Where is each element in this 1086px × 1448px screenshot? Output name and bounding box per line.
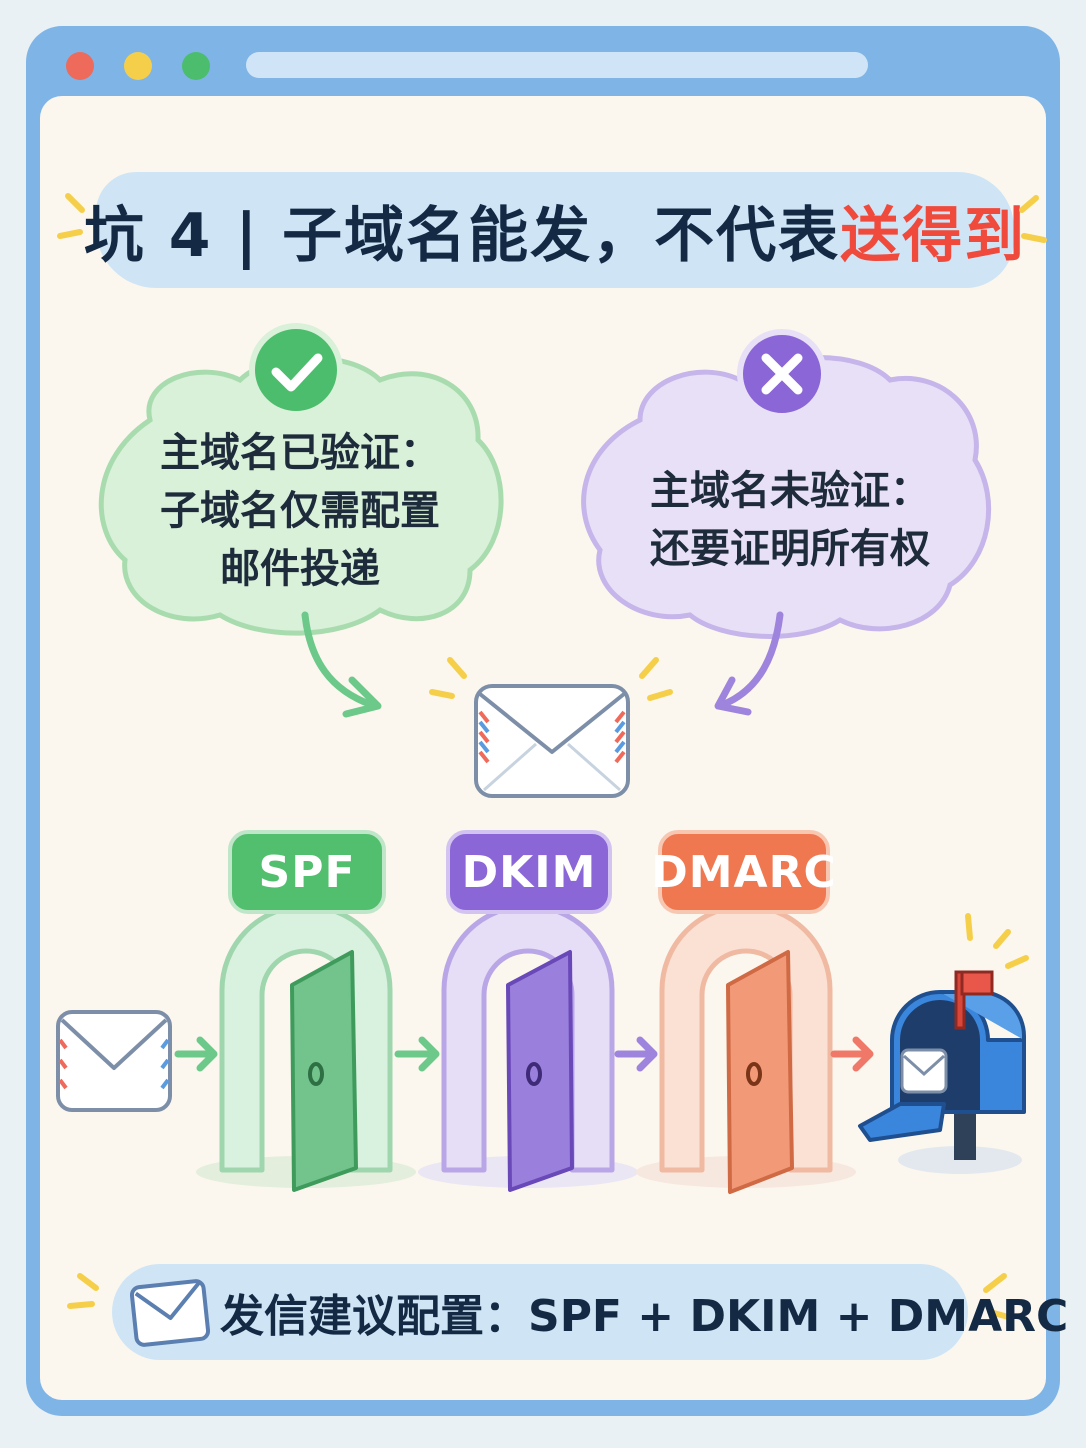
dkim-door-icon [506, 950, 574, 1192]
check-icon [249, 323, 343, 417]
footer-band [112, 1264, 968, 1360]
dmarc-label: DMARC [651, 830, 836, 914]
address-bar[interactable] [246, 52, 868, 78]
footer-sparkle-left-icon [67, 1273, 99, 1309]
footer-recommendation: 发信建议配置：SPF + DKIM + DMARC [220, 1291, 1069, 1342]
right-bubble-line2: 还要证明所有权 [650, 526, 930, 572]
title-sparkle-left-icon [57, 193, 85, 239]
title-highlight: 送得到 [840, 200, 1027, 271]
footer-sparkle-right-icon [983, 1273, 1015, 1321]
left-bubble-line3: 邮件投递 [220, 546, 380, 592]
dkim-label: DKIM [446, 830, 612, 914]
green-curve-arrow-icon [301, 611, 376, 709]
flow-arrow-4-icon [830, 1036, 874, 1072]
footer-envelope-icon [129, 1279, 211, 1347]
mailbox-icon [858, 970, 1026, 1160]
purple-curve-arrow-icon [718, 611, 784, 709]
flow-arrow-2-icon [394, 1036, 440, 1072]
left-bubble-line2: 子域名仅需配置 [160, 488, 440, 534]
left-bubble-text: 主域名已验证： 子域名仅需配置 邮件投递 [130, 424, 470, 598]
spf-door-icon [290, 950, 358, 1192]
title-prefix: 坑 4 | 子域名能发，不代表 [83, 200, 841, 271]
flow-arrow-3-icon [614, 1036, 658, 1072]
left-bubble-line1: 主域名已验证： [160, 430, 440, 476]
page-title: 坑 4 | 子域名能发，不代表送得到 [84, 172, 1024, 288]
spf-label: SPF [228, 830, 386, 914]
window-maximize-dot[interactable] [182, 52, 210, 80]
window-close-dot[interactable] [66, 52, 94, 80]
dmarc-door-icon [726, 950, 794, 1194]
window-minimize-dot[interactable] [124, 52, 152, 80]
title-highlight-band [96, 172, 1014, 288]
incoming-envelope-icon [56, 1010, 172, 1112]
envelope-sparkle-icon [429, 657, 673, 701]
mailbox-sparkle-icon [965, 913, 1029, 969]
right-bubble-text: 主域名未验证： 还要证明所有权 [610, 462, 970, 578]
flow-arrow-1-icon [174, 1036, 218, 1072]
title-sparkle-right-icon [1019, 195, 1047, 243]
center-envelope-icon [474, 684, 630, 798]
right-bubble-line1: 主域名未验证： [650, 468, 930, 514]
